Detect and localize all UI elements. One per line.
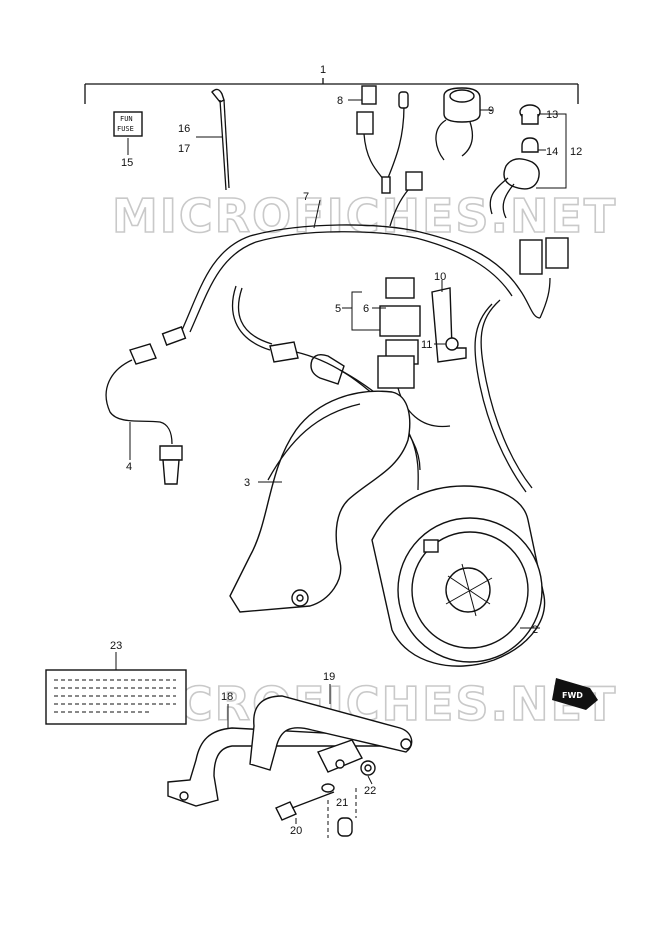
watermark-top: MICROFICHES.NET [112,189,617,243]
callout-14: 14 [546,146,558,158]
callout-17: 17 [178,143,190,155]
callout-10: 10 [434,271,446,283]
callout-20: 20 [290,825,302,837]
callout-21: 21 [336,797,348,809]
callout-18: 18 [221,691,233,703]
callout-8: 8 [337,95,343,107]
callout-1: 1 [320,64,326,76]
fan-connector-part [269,341,421,491]
fan-shroud-part [229,390,411,613]
fasteners-part [275,760,376,838]
lamp-socket-part [489,104,567,219]
temp-sensor-part [105,326,187,485]
fan-bracket-part [167,684,413,807]
fuse-tag-line2: FUSE [117,125,134,133]
warning-label-part [45,652,187,725]
fuse-holder-part [348,85,423,194]
callout-22: 22 [364,785,376,797]
cooling-fan-part [371,485,546,667]
callout-11: 11 [421,339,432,351]
callout-13: 13 [546,109,558,121]
switch-part [435,87,492,161]
fuse-tag-line1: FUN [120,115,133,123]
callout-6: 6 [363,303,369,315]
callout-2: 2 [532,624,538,636]
relay-part [342,277,451,428]
callout-16: 16 [178,123,190,135]
callout-12: 12 [570,146,582,158]
forward-arrow-icon: FWD [552,678,598,710]
callout-4: 4 [126,461,132,473]
callout-15: 15 [121,157,133,169]
wiring-harness-part [181,189,569,493]
callout-7: 7 [303,191,309,203]
callout-5: 5 [335,303,341,315]
callout-19: 19 [323,671,335,683]
callout-9: 9 [488,105,494,117]
relay-bracket-part [431,280,467,363]
clamp-strap-part [196,88,230,191]
fuse-tag-part: FUN FUSE [113,111,143,155]
callout-3: 3 [244,477,250,489]
callout-23: 23 [110,640,122,652]
fwd-label: FWD [562,691,583,700]
kit-bracket [84,78,579,104]
